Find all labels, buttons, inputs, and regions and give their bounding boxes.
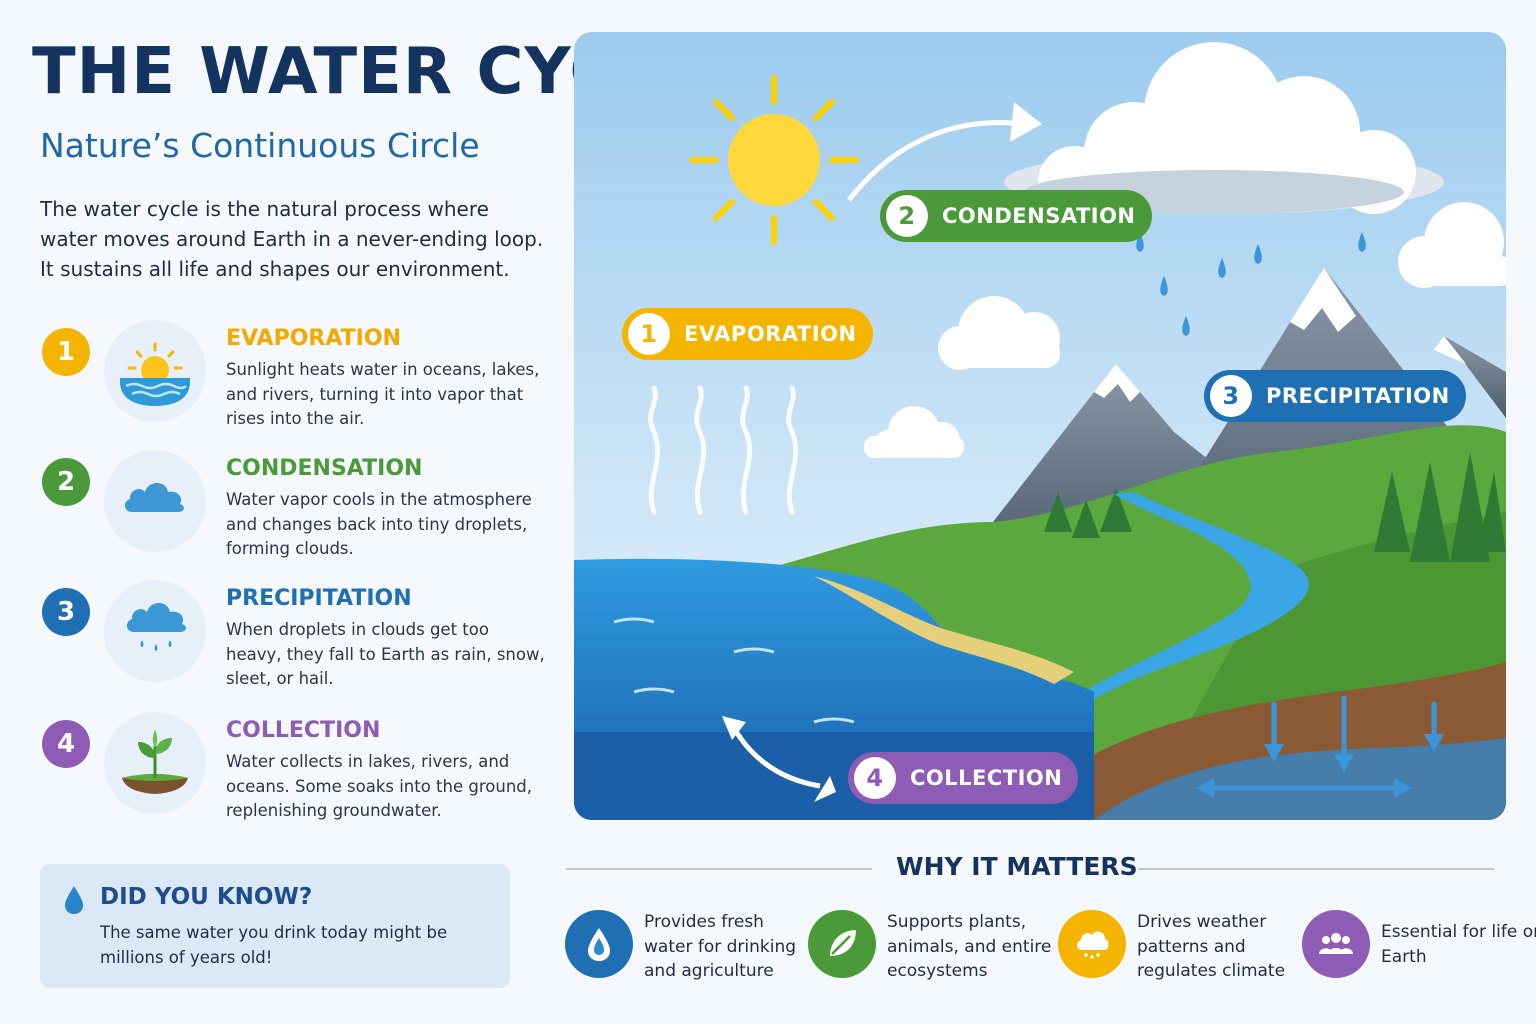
vapor-wisps [648, 385, 799, 515]
step-evaporation: 1 EVAPORATION Sunlight heats water in oc… [40, 320, 560, 436]
sprout-icon [104, 712, 206, 814]
matters-text: Provides fresh water for drinking and ag… [644, 912, 797, 981]
matters-text: Essential for life on Earth [1381, 922, 1536, 967]
step-number: 2 [42, 458, 90, 506]
label-evaporation: 1 EVAPORATION [622, 308, 873, 360]
small-cloud [864, 406, 964, 458]
label-precipitation: 3 PRECIPITATION [1204, 370, 1466, 422]
small-cloud [938, 296, 1060, 370]
divider [1138, 868, 1494, 870]
people-icon [1302, 910, 1370, 978]
step-title: PRECIPITATION [226, 586, 412, 611]
water-cycle-illustration [574, 32, 1506, 820]
step-condensation: 2 CONDENSATION Water vapor cools in the … [40, 450, 560, 566]
matters-text: Drives weather patterns and regulates cl… [1137, 912, 1286, 981]
arrow-evaporation-to-condensation [847, 120, 1025, 202]
matters-text: Supports plants, animals, and entire eco… [887, 912, 1052, 981]
divider [566, 868, 872, 870]
label-text: CONDENSATION [942, 204, 1136, 228]
waves [613, 617, 855, 724]
step-description: Water vapor cools in the atmosphere and … [226, 490, 532, 558]
step-number: 4 [42, 720, 90, 768]
label-text: EVAPORATION [684, 322, 857, 346]
forest [1044, 452, 1506, 562]
step-collection: 4 COLLECTION Water collects in lakes, ri… [40, 712, 560, 828]
step-number: 1 [42, 328, 90, 376]
label-number: 3 [1210, 375, 1252, 417]
beach [814, 576, 1074, 684]
label-text: COLLECTION [910, 766, 1063, 790]
sun-icon [689, 75, 859, 245]
step-title: COLLECTION [226, 718, 381, 743]
matters-item-life: Essential for life on Earth [1302, 910, 1536, 986]
cloud-icon [104, 450, 206, 552]
step-number: 3 [42, 588, 90, 636]
did-you-know-title: DID YOU KNOW? [100, 884, 313, 910]
weather-cloud-icon [1058, 910, 1126, 978]
arrowhead-icon [1010, 102, 1042, 142]
matters-item-ecosystems: Supports plants, animals, and entire eco… [808, 910, 1051, 986]
step-precipitation: 3 PRECIPITATION When droplets in clouds … [40, 580, 560, 696]
page-subtitle: Nature’s Continuous Circle [40, 126, 480, 165]
rain-cloud-icon [104, 580, 206, 682]
matters-item-climate: Drives weather patterns and regulates cl… [1058, 910, 1298, 986]
label-number: 2 [886, 195, 928, 237]
step-description: When droplets in clouds get too heavy, t… [226, 620, 545, 688]
label-number: 1 [628, 313, 670, 355]
water-drop-icon [565, 910, 633, 978]
did-you-know-text: The same water you drink today might be … [100, 923, 448, 967]
label-condensation: 2 CONDENSATION [880, 190, 1152, 242]
small-cloud [1398, 202, 1506, 288]
label-number: 4 [854, 757, 896, 799]
sun-over-water-icon [104, 320, 206, 422]
did-you-know-box: DID YOU KNOW? The same water you drink t… [40, 864, 510, 988]
label-text: PRECIPITATION [1266, 384, 1450, 408]
arrowhead-icon [814, 776, 836, 802]
arrow-collection [731, 726, 821, 789]
matters-item-water: Provides fresh water for drinking and ag… [565, 910, 796, 986]
label-collection: 4 COLLECTION [848, 752, 1079, 804]
arrowhead-icon [722, 716, 746, 740]
step-title: CONDENSATION [226, 456, 423, 481]
step-description: Sunlight heats water in oceans, lakes, a… [226, 360, 540, 428]
water-drop-icon [65, 886, 83, 914]
step-description: Water collects in lakes, rivers, and oce… [226, 752, 533, 820]
intro-text: The water cycle is the natural process w… [40, 197, 544, 281]
leaf-icon [808, 910, 876, 978]
step-title: EVAPORATION [226, 326, 401, 351]
why-it-matters-title: WHY IT MATTERS [896, 852, 1138, 881]
